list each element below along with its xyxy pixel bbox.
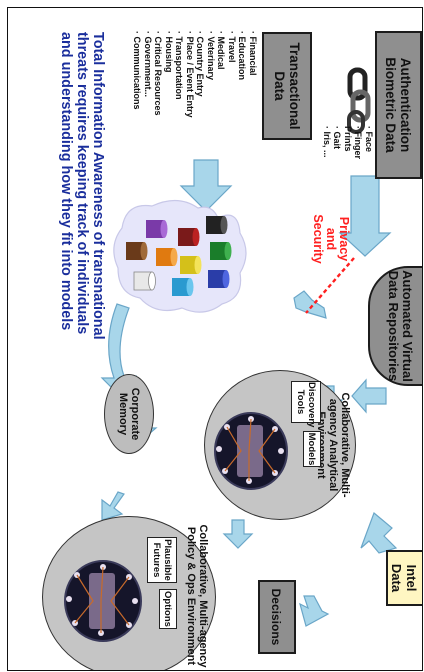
privacy-and-word: and bbox=[324, 227, 338, 251]
privacy-dashed-line bbox=[305, 257, 355, 314]
arrow-policy-to-decisions bbox=[299, 595, 330, 627]
biometric-item: · Gait bbox=[332, 126, 343, 150]
database-cloud bbox=[113, 199, 247, 313]
transactional-item: · Education bbox=[237, 31, 248, 80]
repositories-title: Automated Virtual Data Repositories bbox=[386, 270, 415, 382]
decisions-box: Decisions bbox=[258, 580, 296, 654]
transactional-data-title: Transactional Data bbox=[272, 42, 302, 130]
models-box: Models bbox=[303, 431, 321, 467]
auth-biometric-box: Authentication Biometric Data bbox=[375, 31, 422, 179]
analytical-environment: Collaborative, Multi-agency Analytical E… bbox=[204, 370, 356, 520]
headline-text: Total Information Awareness of transnati… bbox=[58, 32, 106, 340]
decisions-label: Decisions bbox=[269, 588, 283, 646]
arrow-auth-to-repositories bbox=[338, 175, 392, 257]
intel-data-box: Intel Data bbox=[386, 550, 422, 606]
privacy-word: Privacy bbox=[337, 216, 351, 262]
network-graph-icon bbox=[214, 412, 288, 490]
transactional-item: · Housing bbox=[164, 31, 174, 73]
diagram-frame: Authentication Biometric Data · Face · F… bbox=[7, 7, 423, 671]
arrow-repositories-to-analytical bbox=[351, 378, 387, 414]
auth-biometric-title: Authentication Biometric Data bbox=[383, 57, 413, 153]
transactional-list: · Financial · Education · Travel · Medic… bbox=[132, 31, 259, 161]
arrow-transactional-to-cloud bbox=[179, 159, 233, 212]
transactional-item: · Communications bbox=[132, 31, 143, 110]
arrow-analytical-to-intel bbox=[360, 511, 398, 554]
transactional-data-box: Transactional Data bbox=[262, 32, 312, 140]
transactional-item: · Medical bbox=[216, 31, 227, 70]
corporate-memory-oval: Corporate Memory bbox=[104, 374, 154, 454]
arrow-cloud-to-repositories bbox=[293, 290, 327, 319]
biometric-item: · Iris, ... bbox=[322, 126, 332, 158]
security-word: Security bbox=[311, 214, 325, 264]
auth-biometric-list: · Face · Finger Prints · Gait · Iris, ..… bbox=[322, 126, 374, 186]
repositories-box: Automated Virtual Data Repositories bbox=[368, 266, 422, 386]
database-cylinder-icon bbox=[126, 216, 232, 296]
transactional-item: · Travel bbox=[227, 31, 237, 63]
transactional-item: · Government... bbox=[143, 31, 153, 98]
transactional-item: · Transportation bbox=[174, 31, 185, 100]
transactional-item: · Veterinary bbox=[206, 31, 216, 81]
transactional-item: · Country Entry bbox=[195, 31, 206, 97]
plausible-futures-box: Plausible Futures bbox=[147, 537, 177, 583]
policy-ops-environment: Collaborative, Multi-agency Policy & Ops… bbox=[42, 516, 216, 670]
intel-data-label: Intel Data bbox=[389, 563, 419, 593]
diagram-canvas: Authentication Biometric Data · Face · F… bbox=[8, 8, 422, 670]
biometric-item: · Finger Prints bbox=[343, 126, 364, 159]
arrow-analytical-to-policy bbox=[222, 519, 254, 549]
policy-ops-title: Collaborative, Multi-agency Policy & Ops… bbox=[185, 524, 209, 668]
transactional-item: · Financial bbox=[248, 31, 258, 76]
chain-link-icon bbox=[347, 67, 371, 134]
transactional-item: · Place / Event Entry bbox=[185, 31, 195, 118]
transactional-item: · Critical Resources bbox=[153, 31, 164, 116]
privacy-security-label: Privacy and Security bbox=[311, 204, 351, 274]
options-box: Options bbox=[159, 589, 177, 629]
arrow-memory-to-policy bbox=[101, 491, 125, 521]
discovery-tools-box: Discovery Tools bbox=[291, 381, 321, 427]
network-graph-icon bbox=[64, 560, 142, 642]
biometric-item: · Face bbox=[364, 126, 374, 153]
